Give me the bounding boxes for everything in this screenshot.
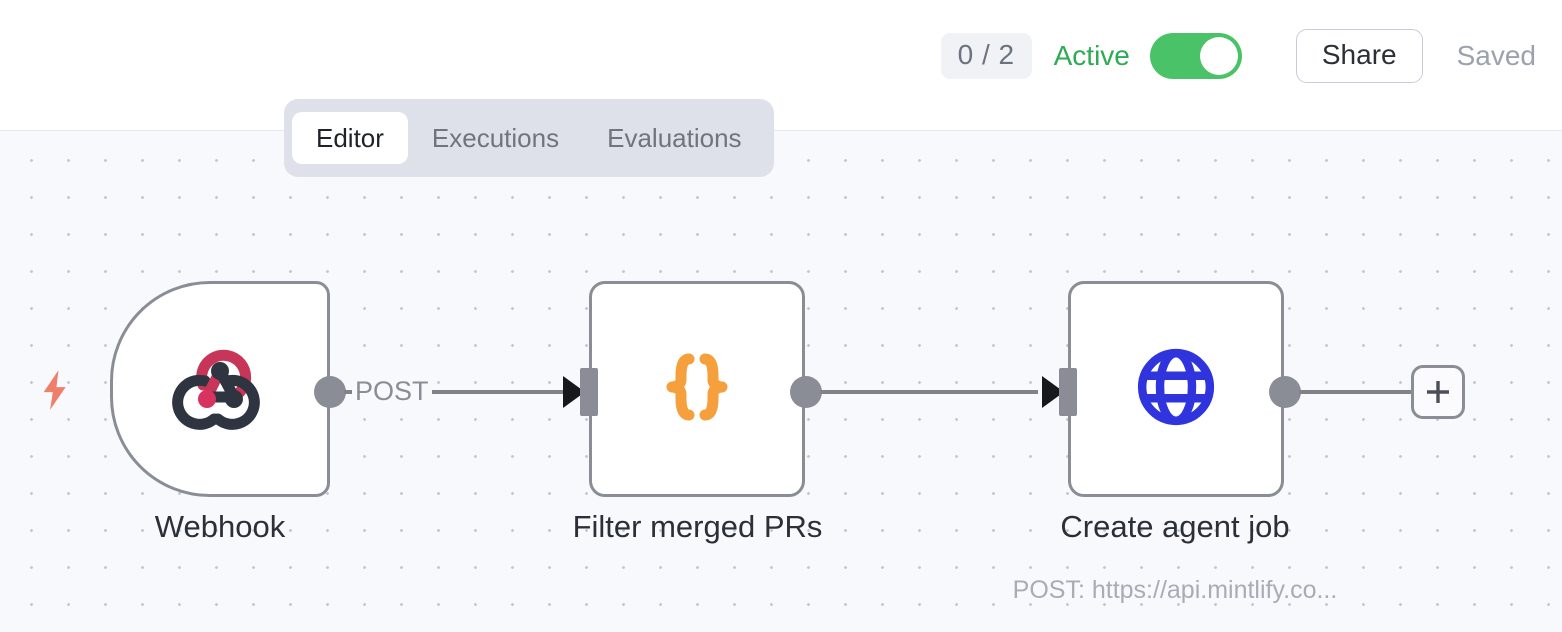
tab-executions[interactable]: Executions (431, 123, 560, 153)
handle-output-filter[interactable] (790, 376, 822, 408)
edge-http-to-add (1299, 390, 1412, 394)
tab-editor[interactable]: Editor (292, 112, 408, 164)
plus-icon (1427, 381, 1449, 403)
globe-icon (1129, 340, 1223, 439)
share-button[interactable]: Share (1295, 29, 1423, 83)
node-filter-label: Filter merged PRs (572, 509, 823, 544)
webhook-icon (170, 337, 270, 442)
workflow-canvas[interactable]: Webhook Filter merged PRs Create agent j… (0, 131, 1562, 632)
active-status-label: Active (1053, 40, 1130, 71)
node-create-agent-job[interactable] (1068, 281, 1284, 497)
app-header: 0 / 2 Active Share Saved (0, 0, 1562, 131)
lightning-bolt-icon (38, 368, 72, 417)
run-count-badge: 0 / 2 (940, 33, 1032, 79)
handle-input-filter[interactable] (580, 368, 598, 416)
saved-status-label: Saved (1456, 40, 1536, 71)
curly-braces-icon (647, 337, 747, 442)
handle-output-http[interactable] (1269, 376, 1301, 408)
header-actions: 0 / 2 Active Share Saved (940, 29, 1536, 83)
node-filter-merged-prs[interactable] (589, 281, 805, 497)
active-toggle[interactable] (1149, 33, 1242, 79)
edge-label-post: POST (352, 376, 432, 407)
handle-input-http[interactable] (1059, 368, 1077, 416)
edge-filter-to-http (820, 390, 1038, 394)
edge-arrow-filter (563, 376, 585, 408)
tab-bar: Editor Executions Evaluations (284, 99, 774, 177)
active-toggle-knob (1199, 37, 1238, 75)
add-node-button[interactable] (1411, 365, 1465, 419)
node-webhook[interactable] (110, 281, 330, 497)
node-http-label: Create agent job (1060, 509, 1290, 544)
handle-output-webhook[interactable] (314, 376, 346, 408)
node-http-sublabel: POST: https://api.mintlify.co... (1012, 576, 1338, 604)
edge-webhook-to-filter (344, 390, 580, 394)
node-webhook-label: Webhook (154, 509, 286, 544)
edge-arrow-http (1042, 376, 1064, 408)
tab-evaluations[interactable]: Evaluations (607, 123, 742, 153)
